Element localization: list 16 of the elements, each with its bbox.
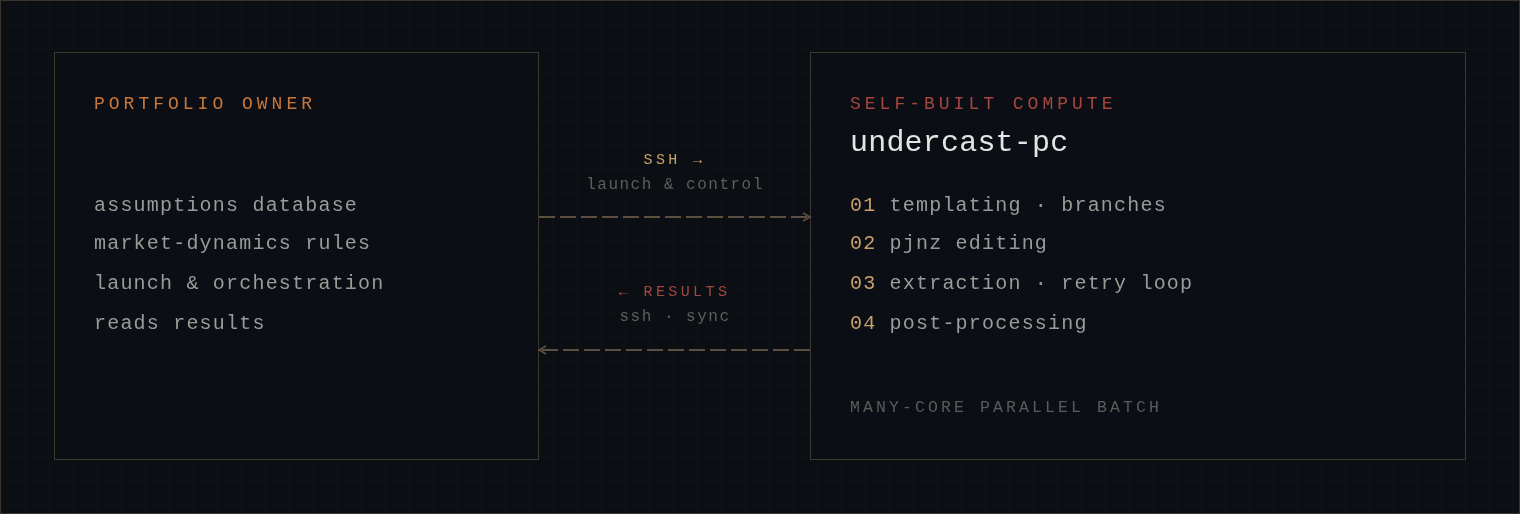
role-label: SELF-BUILT COMPUTE bbox=[850, 93, 1117, 115]
platform-note: MANY-CORE PARALLEL BATCH bbox=[850, 398, 1163, 418]
task-step: 04 post-processing bbox=[850, 312, 1088, 336]
host-panel bbox=[54, 52, 539, 460]
task-item: market-dynamics rules bbox=[94, 232, 372, 256]
dashed-arrow bbox=[538, 212, 811, 222]
task-step: 01 templating · branches bbox=[850, 194, 1167, 218]
task-step: 02 pjnz editing bbox=[850, 232, 1049, 256]
host-name: undercast-pc bbox=[850, 125, 1069, 161]
host-panel bbox=[810, 52, 1466, 460]
dashed-arrow bbox=[538, 345, 811, 355]
role-label: PORTFOLIO OWNER bbox=[94, 93, 317, 115]
task-item: reads results bbox=[94, 312, 266, 336]
task-item: assumptions database bbox=[94, 194, 359, 218]
task-step: 03 extraction · retry loop bbox=[850, 272, 1194, 296]
task-item: launch & orchestration bbox=[94, 272, 385, 296]
